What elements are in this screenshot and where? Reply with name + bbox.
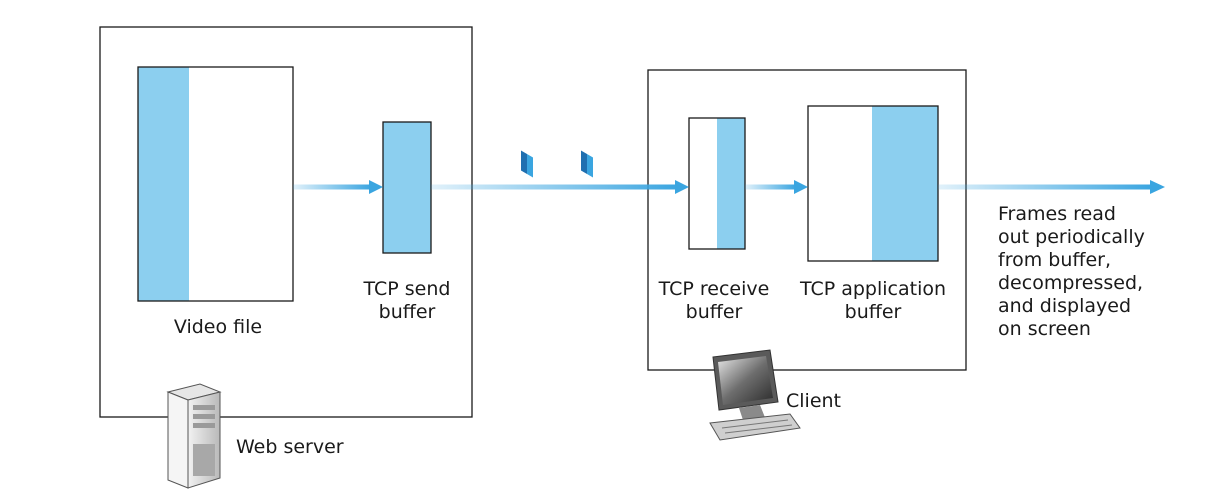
arrow-file-to-send-buffer: [293, 180, 383, 194]
arrow-application-out: [938, 180, 1165, 194]
video-file-label: Video file: [173, 316, 263, 338]
tower-server-icon: [166, 383, 222, 489]
arrow-receive-to-application: [745, 180, 808, 194]
packet-icon: [581, 150, 593, 178]
desktop-computer-icon: [709, 349, 801, 441]
tcp-application-buffer-label: TCP application buffer: [799, 278, 947, 323]
video-file-sent-portion: [138, 67, 189, 301]
web-server-box: [99, 26, 473, 418]
tcp-application-buffer: [807, 105, 939, 262]
client-box: [647, 69, 967, 371]
tcp-send-buffer-label: TCP send buffer: [363, 278, 451, 323]
web-server-label: Web server: [236, 436, 344, 458]
arrow-network: [431, 180, 689, 194]
tcp-application-buffer-fill: [872, 106, 938, 261]
video-file-outline: [137, 66, 294, 302]
tcp-receive-buffer-fill: [717, 118, 745, 249]
client-label: Client: [786, 390, 842, 412]
tcp-application-buffer-outline: [807, 105, 939, 262]
frames-note: Frames read out periodically from buffer…: [998, 203, 1145, 340]
tcp-send-buffer: [382, 121, 432, 254]
video-file: [137, 66, 294, 302]
tcp-receive-buffer-outline: [688, 117, 746, 250]
tcp-receive-buffer: [688, 117, 746, 250]
tcp-receive-buffer-label: TCP receive buffer: [658, 278, 770, 323]
packet-icon: [521, 150, 533, 178]
